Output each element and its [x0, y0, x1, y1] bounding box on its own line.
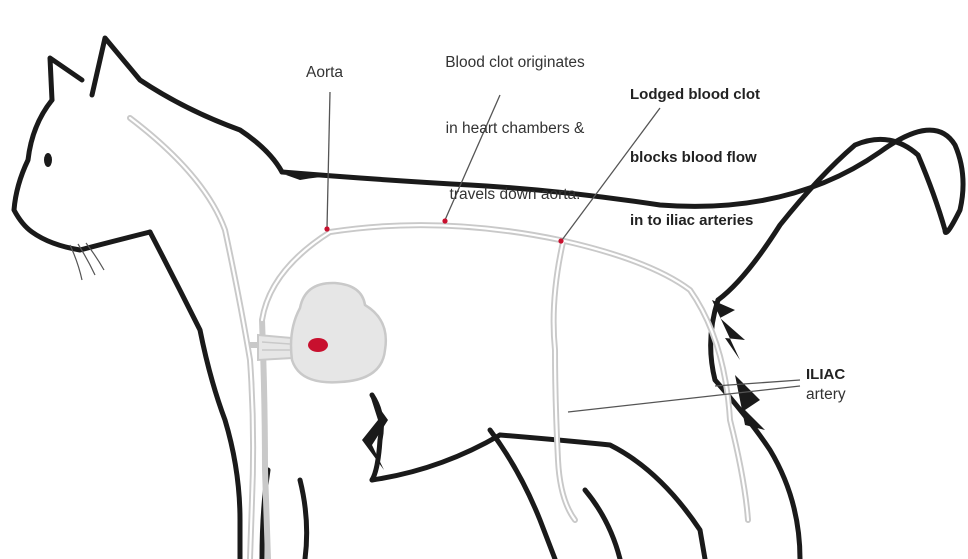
lodged-clot-line-3: in to iliac arteries [630, 210, 760, 231]
heart [258, 283, 386, 382]
aorta-label: Aorta [306, 62, 343, 84]
lodged-clot-label: Lodged blood clot blocks blood flow in t… [630, 42, 760, 252]
lodged-clot-line-2: blocks blood flow [630, 147, 760, 168]
clot-origin-line-1: Blood clot originates [420, 52, 610, 74]
lodged-clot-marker [558, 238, 563, 243]
iliac-leader-lower [568, 386, 800, 412]
clot-origin-line-2: in heart chambers & [420, 118, 610, 140]
aorta-leader [327, 92, 330, 228]
iliac-subtitle: artery [806, 384, 846, 406]
cat-eye [44, 153, 52, 167]
heart-clot [308, 338, 328, 352]
aorta-marker [324, 226, 329, 231]
lodged-clot-line-1: Lodged blood clot [630, 84, 760, 105]
clot-origin-line-3: travels down aorta. [420, 184, 610, 206]
iliac-title: ILIAC [806, 364, 845, 385]
clot-origin-label: Blood clot originates in heart chambers … [420, 8, 610, 228]
carotid-vessel [130, 118, 253, 559]
